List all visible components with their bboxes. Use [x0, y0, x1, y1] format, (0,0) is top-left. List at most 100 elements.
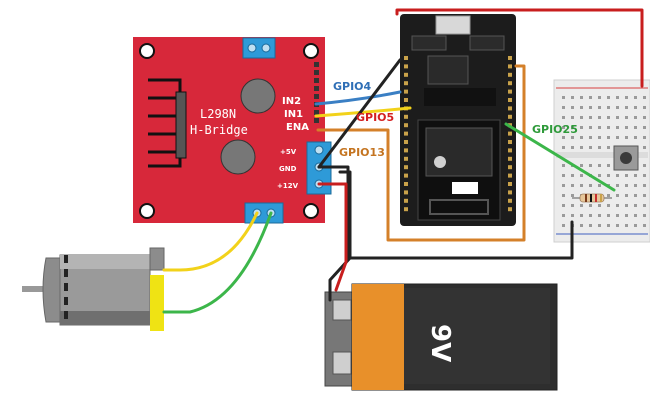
esp32-pin: [508, 165, 512, 170]
breadboard-hole: [634, 116, 637, 119]
gpio4-label: GPIO4: [333, 80, 372, 93]
breadboard-hole: [616, 106, 619, 109]
breadboard-hole: [634, 214, 637, 217]
breadboard-hole: [625, 224, 628, 227]
shield-can: [425, 127, 493, 177]
wifi-badge: [452, 182, 478, 194]
breadboard-hole: [643, 184, 646, 187]
wire-green-gpio25: [504, 122, 616, 192]
breadboard-hole: [616, 194, 619, 197]
breadboard-hole: [607, 204, 610, 207]
breadboard-hole: [571, 96, 574, 99]
resistor-band: [590, 194, 592, 202]
motor-highlight: [60, 255, 150, 269]
capacitor: [220, 139, 256, 175]
breadboard-hole: [598, 116, 601, 119]
breadboard-hole: [589, 184, 592, 187]
breadboard-hole: [571, 106, 574, 109]
wires: [162, 8, 644, 314]
battery-9v: 9V: [324, 283, 558, 391]
breadboard-hole: [643, 194, 646, 197]
breadboard-hole: [616, 204, 619, 207]
resistor-band: [585, 194, 587, 202]
breadboard-hole: [580, 164, 583, 167]
esp32-pin: [404, 123, 408, 128]
wire-green-motor: [162, 211, 273, 314]
esp32-pin: [508, 98, 512, 102]
esp32-pin: [508, 64, 512, 69]
breadboard-hole: [643, 96, 646, 99]
breadboard-hole: [571, 174, 574, 177]
wire-yellow-gpio5: [314, 106, 412, 118]
l298n-board: L298N H-Bridge IN2 IN1 ENA +5V GND +12V: [133, 37, 332, 224]
antenna-trace: [429, 199, 489, 215]
breadboard-hole: [589, 214, 592, 217]
esp32-board: [400, 14, 516, 226]
wire-red-vcc: [395, 8, 644, 88]
breadboard-hole: [607, 106, 610, 109]
breadboard-hole: [571, 146, 574, 149]
button-en: [411, 35, 447, 51]
breadboard-hole: [580, 96, 583, 99]
esp32-pin: [404, 140, 408, 144]
wire-red-battery: [317, 182, 348, 292]
battery-label: 9V: [425, 324, 455, 362]
esp32-pin: [404, 207, 408, 212]
voltage-regulator: [424, 88, 496, 106]
usb-connector: [435, 15, 471, 35]
breadboard-hole: [562, 224, 565, 227]
battery-terminal-positive: [332, 299, 352, 321]
breadboard-hole: [634, 136, 637, 139]
breadboard-hole: [625, 214, 628, 217]
driver-title-line1: L298N: [200, 107, 236, 121]
breadboard-hole: [625, 174, 628, 177]
breadboard-hole: [625, 96, 628, 99]
esp32-pin: [404, 81, 408, 86]
terminal-screw: [247, 43, 257, 53]
breadboard-hole: [571, 184, 574, 187]
mounting-hole: [303, 43, 319, 59]
esp32-pin: [508, 56, 512, 60]
breadboard-hole: [643, 146, 646, 149]
breadboard-hole: [625, 116, 628, 119]
breadboard-hole: [634, 204, 637, 207]
button-boot: [469, 35, 505, 51]
breadboard-hole: [625, 126, 628, 129]
esp32-pin: [508, 81, 512, 86]
breadboard-hole: [562, 174, 565, 177]
breadboard-hole: [598, 136, 601, 139]
breadboard-hole: [643, 126, 646, 129]
breadboard-hole: [634, 184, 637, 187]
breadboard-hole: [562, 106, 565, 109]
breadboard-hole: [625, 184, 628, 187]
esp32-pin: [508, 89, 512, 94]
esp32-pin: [404, 56, 408, 60]
breadboard-hole: [589, 126, 592, 129]
esp32-pin: [404, 156, 408, 161]
breadboard-hole: [643, 106, 646, 109]
esp32-pin: [404, 131, 408, 136]
mounting-hole: [303, 203, 319, 219]
breadboard-hole: [616, 136, 619, 139]
breadboard-hole: [616, 184, 619, 187]
breadboard-hole: [607, 164, 610, 167]
esp32-pin: [508, 156, 512, 161]
motor-endcap-top: [149, 247, 165, 271]
motor-shadow: [60, 311, 150, 325]
breadboard-hole: [571, 136, 574, 139]
pin-label-12v: +12V: [277, 182, 299, 190]
esp32-pins: [404, 56, 512, 212]
esp32-pin: [404, 148, 408, 153]
breadboard-hole: [634, 174, 637, 177]
breadboard-hole: [616, 224, 619, 227]
driver-title-line2: H-Bridge: [190, 123, 248, 137]
motor-shaft: [22, 286, 46, 292]
breadboard-hole: [562, 184, 565, 187]
breadboard-hole: [598, 106, 601, 109]
breadboard-hole: [562, 146, 565, 149]
breadboard-hole: [634, 224, 637, 227]
breadboard-hole: [562, 204, 565, 207]
breadboard-hole: [598, 214, 601, 217]
breadboard-hole: [580, 136, 583, 139]
